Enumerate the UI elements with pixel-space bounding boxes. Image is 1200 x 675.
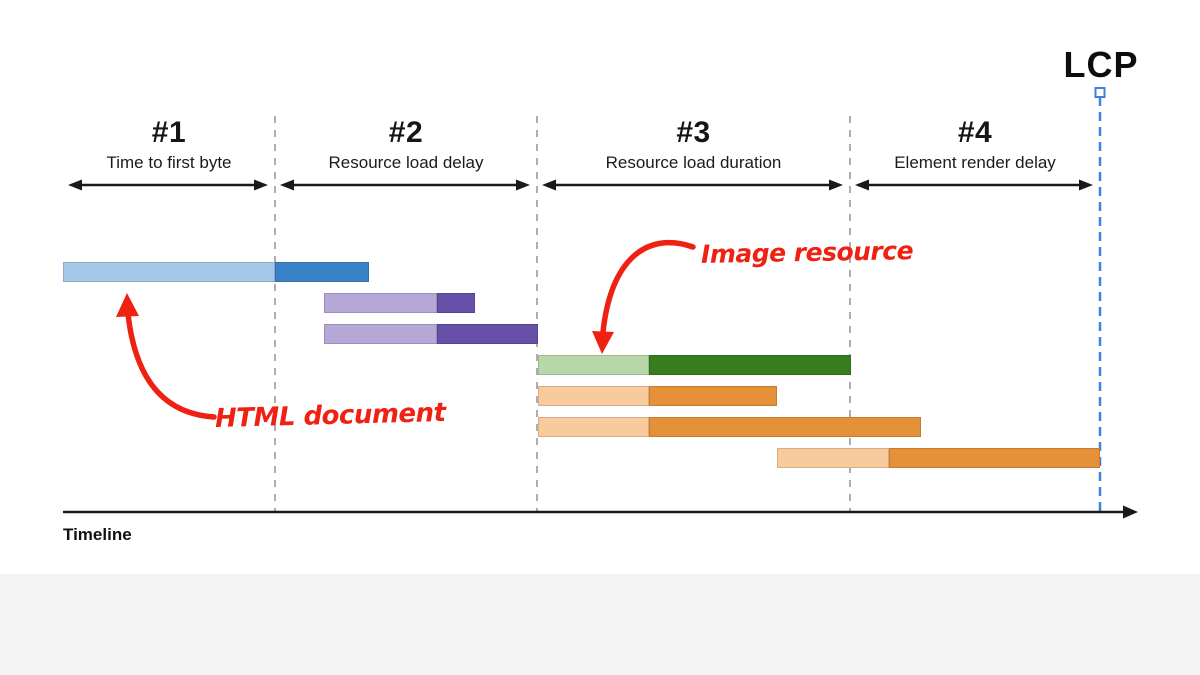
lcp-title: LCP	[1063, 44, 1139, 85]
legend-strip: DocumentStylesheetScriptImage	[0, 574, 1200, 675]
image-resource-annotation: Image resource	[700, 236, 914, 269]
stylesheet-bar-3-dark-segment	[437, 324, 538, 344]
timeline-axis-label: Timeline	[63, 525, 132, 544]
script-bar-7-dark-segment	[889, 448, 1100, 468]
script-bar-6-dark-segment	[649, 417, 921, 437]
phase-number: #1	[151, 116, 187, 149]
phase-number: #4	[957, 116, 993, 149]
document-bar-1-dark-segment	[275, 262, 369, 282]
phase-label: Resource load delay	[328, 153, 484, 172]
script-bar-5-light-segment	[538, 386, 649, 406]
document-bar-1-light-segment	[63, 262, 275, 282]
stylesheet-bar-2-light-segment	[324, 293, 437, 313]
phase-label: Resource load duration	[605, 153, 782, 172]
html-document-annotation: HTML document	[214, 397, 446, 435]
phase-number: #2	[388, 116, 424, 149]
script-bar-6-light-segment	[538, 417, 649, 437]
script-bar-7-light-segment	[777, 448, 889, 468]
stylesheet-bar-2-dark-segment	[437, 293, 475, 313]
phase-label: Time to first byte	[106, 153, 232, 172]
stylesheet-bar-3-light-segment	[324, 324, 437, 344]
image-bar-4-light-segment	[538, 355, 649, 375]
image-bar-4-dark-segment	[649, 355, 851, 375]
phase-number: #3	[676, 116, 711, 149]
script-bar-5-dark-segment	[649, 386, 777, 406]
phase-label: Element render delay	[894, 153, 1056, 172]
